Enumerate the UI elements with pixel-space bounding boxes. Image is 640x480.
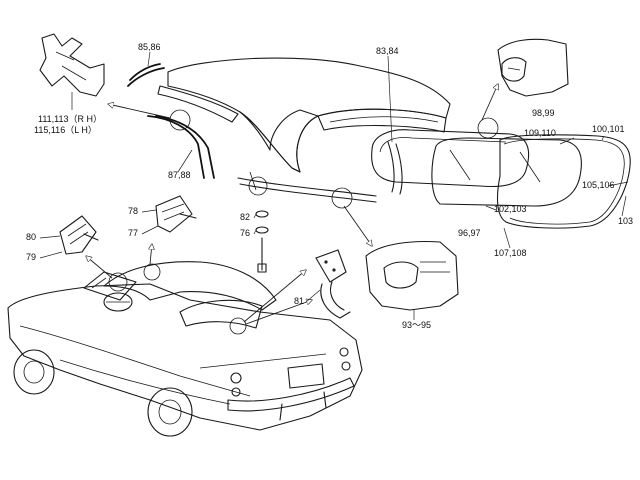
- latch-parts-79-80: [59, 215, 99, 255]
- label-87-88: 87,88: [168, 170, 191, 180]
- label-77: 77: [128, 228, 138, 238]
- label-78: 78: [128, 206, 138, 216]
- label-76: 76: [240, 228, 250, 238]
- label-115-116: 115,116（L H）: [34, 125, 97, 135]
- seal-profile-93-95: [365, 241, 459, 320]
- label-111-113: 111,113（R H）: [38, 114, 102, 124]
- label-79: 79: [26, 252, 36, 262]
- hardtop-inner-molding: [387, 55, 403, 195]
- label-102-103: 102,103: [494, 204, 527, 214]
- rear-bumper: [227, 377, 355, 421]
- car-hardtop-installed: [103, 261, 277, 311]
- seal-profile-111-116: [39, 33, 105, 110]
- hardtop-shell: [157, 57, 451, 173]
- car-rear-window: [179, 299, 263, 329]
- label-leader-lines: [39, 135, 629, 303]
- label-103: 103: [618, 216, 633, 226]
- label-100-101: 100,101: [592, 124, 625, 134]
- weatherstrip-87-88: [147, 115, 215, 179]
- bolt-washer-76-82: [255, 210, 269, 273]
- label-109-110: 109,110: [524, 128, 556, 138]
- detail-callout-circles: [108, 109, 499, 335]
- drip-molding-85-86: [127, 51, 165, 87]
- label-93-95: 93〜95: [402, 320, 431, 330]
- rear-seal-ring: [496, 134, 631, 229]
- label-96-97: 96,97: [458, 228, 481, 238]
- label-107-108: 107,108: [494, 248, 527, 258]
- label-83-84: 83,84: [376, 46, 399, 56]
- hinge-bracket-81: [315, 249, 351, 319]
- label-105-106: 105,106: [582, 180, 615, 190]
- label-98-99: 98,99: [532, 108, 555, 118]
- callout-arrows: [86, 84, 498, 325]
- rear-window-glass: [371, 129, 530, 188]
- car-front-wheel: [13, 349, 55, 395]
- car-rear-wheel: [147, 387, 193, 437]
- seal-profile-98-99: [497, 38, 569, 97]
- license-plate: [287, 363, 325, 389]
- steering-wheel: [103, 292, 133, 312]
- tail-lights: [230, 347, 351, 397]
- latch-parts-77-78: [155, 195, 197, 233]
- label-85-86: 85,86: [138, 42, 161, 52]
- label-82: 82: [240, 212, 250, 222]
- label-80: 80: [26, 232, 36, 242]
- roof-side-seal-strip: [237, 171, 377, 203]
- part-labels: 111,113（R H） 115,116（L H） 85,86 83,84 98…: [26, 42, 633, 330]
- rear-glass-96-97: [431, 137, 582, 207]
- label-81: 81: [294, 296, 304, 306]
- car-body-outline: [7, 283, 363, 431]
